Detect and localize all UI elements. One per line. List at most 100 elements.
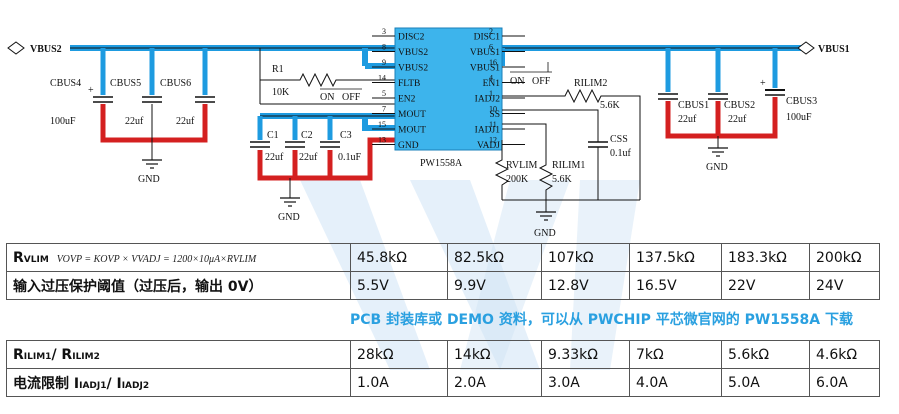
pin-number: 14 [378,74,386,83]
table-cell: 28kΩ [350,340,448,369]
pin-name: IADJ1 [475,126,501,136]
svg-text:GND: GND [278,212,300,223]
rilim-label: RILIM1/ RILIM2 [6,340,351,369]
pin-name: VBUS2 [398,64,428,74]
css-capacitor: CSS 0.1uf [502,109,632,200]
table-cell: 2.0A [447,368,542,397]
svg-text:CBUS3: CBUS3 [786,96,817,107]
table-cell: 9.33kΩ [541,340,630,369]
table-cell: 16.5V [629,271,722,300]
svg-text:10K: 10K [272,87,290,98]
cbus4-capacitor: + CBUS4 100uF [50,48,113,127]
en2-switch: ON OFF [260,88,395,105]
vbus2-label: VBUS2 [7,41,62,55]
svg-text:R1: R1 [272,64,284,75]
svg-text:22uf: 22uf [678,114,697,125]
pin-number: 5 [382,89,386,98]
cbus2-capacitor: CBUS2 22uf [708,48,755,125]
svg-text:RILIM1: RILIM1 [552,160,585,171]
pin-number: 11 [489,120,497,129]
vbus2-bus [70,45,395,69]
pin-number: 3 [382,27,386,36]
table-cell: 6.0A [809,368,880,397]
svg-text:+: + [760,78,766,89]
svg-text:C2: C2 [301,130,313,141]
current-limit-table: RILIM1/ RILIM2 28kΩ 14kΩ 9.33kΩ 7kΩ 5.6k… [6,340,880,397]
pin-number: 8 [382,43,386,52]
svg-text:22uf: 22uf [299,152,318,163]
svg-text:RILIM2: RILIM2 [574,78,607,89]
svg-text:CBUS5: CBUS5 [110,78,141,89]
svg-text:5.6K: 5.6K [552,174,573,185]
table-cell: 4.0A [629,368,722,397]
svg-text:C1: C1 [267,130,279,141]
right-gnd: GND [502,199,640,239]
svg-text:22uf: 22uf [265,152,284,163]
ovp-formula: VOVP = KOVP × VVADJ = 1200×10μA×RVLIM [56,253,257,265]
table-row: 电流限制 IIADJ1/ IIADJ2 1.0A 2.0A 3.0A 4.0A … [6,368,880,397]
table-cell: 200kΩ [809,243,880,272]
r1-resistor: R1 10K [259,48,395,104]
vbus1-label: VBUS1 [797,41,850,55]
svg-text:0.1uF: 0.1uF [338,152,362,163]
pin-name: DISC2 [398,33,425,43]
pin-name: MOUT [398,110,426,120]
pin-number: 12 [489,136,497,145]
pin-number: 1 [489,89,493,98]
ovp-threshold-label: 输入过压保护阈值（过压后，输出 0V） [6,271,351,300]
svg-text:5.6K: 5.6K [600,100,621,111]
table-cell: 183.3kΩ [721,243,810,272]
chip-pins: 3DISC28VBUS29VBUS214FLTB5EN27MOUT15MOUT1… [372,27,525,151]
pin-number: 9 [382,58,386,67]
svg-text:OFF: OFF [532,76,551,87]
table-cell: 3.0A [541,368,630,397]
output-gnd-loop: GND [257,137,395,223]
rilim2-resistor: RILIM2 5.6K [502,78,641,200]
right-gnd-loop: GND [665,97,778,173]
pin-name: VBUS1 [470,48,500,58]
pin-name: GND [398,141,419,151]
svg-text:200K: 200K [506,174,529,185]
c3-capacitor: C3 0.1uF [320,116,362,163]
en1-switch: ON OFF [510,62,552,87]
circuit-schematic: VBUS2 VBUS1 + CBUS4 100uF CBUS5 22uf CBU… [7,27,850,239]
svg-text:ON: ON [510,76,524,87]
table-cell: 107kΩ [541,243,630,272]
table-row: 输入过压保护阈值（过压后，输出 0V） 5.5V 9.9V 12.8V 16.5… [6,271,880,300]
svg-text:+: + [88,85,94,96]
pin-name: IADJ2 [475,95,501,105]
pin-name: VBUS1 [470,64,500,74]
rvlim-resistor: RVLIM 200K [494,140,538,200]
pin-number: 2 [489,27,493,36]
svg-text:VBUS1: VBUS1 [818,44,850,55]
input-gnd-loop: GND [100,104,208,185]
cbus6-capacitor: CBUS6 22uf [160,48,215,127]
table-cell: 5.6kΩ [721,340,810,369]
table-cell: 137.5kΩ [629,243,722,272]
svg-text:22uf: 22uf [125,116,144,127]
svg-text:OFF: OFF [342,92,361,103]
cbus1-capacitor: CBUS1 22uf [658,48,709,125]
table-cell: 45.8kΩ [350,243,448,272]
svg-text:22uf: 22uf [176,116,195,127]
svg-text:VBUS2: VBUS2 [30,44,62,55]
pin-number: 16 [489,58,497,67]
table-row: RILIM1/ RILIM2 28kΩ 14kΩ 9.33kΩ 7kΩ 5.6k… [6,340,880,369]
svg-text:GND: GND [534,228,556,239]
pin-name: MOUT [398,126,426,136]
svg-text:CBUS2: CBUS2 [724,100,755,111]
cbus3-capacitor: + CBUS3 100uF [760,48,817,123]
svg-text:GND: GND [138,174,160,185]
svg-text:CBUS1: CBUS1 [678,100,709,111]
table-cell: 4.6kΩ [809,340,880,369]
svg-text:22uf: 22uf [728,114,747,125]
table-cell: 12.8V [541,271,630,300]
rilim1-resistor: RILIM1 5.6K [502,123,585,200]
table-cell: 14kΩ [447,340,542,369]
table-cell: 82.5kΩ [447,243,542,272]
svg-text:CBUS6: CBUS6 [160,78,191,89]
svg-text:100uF: 100uF [50,116,76,127]
